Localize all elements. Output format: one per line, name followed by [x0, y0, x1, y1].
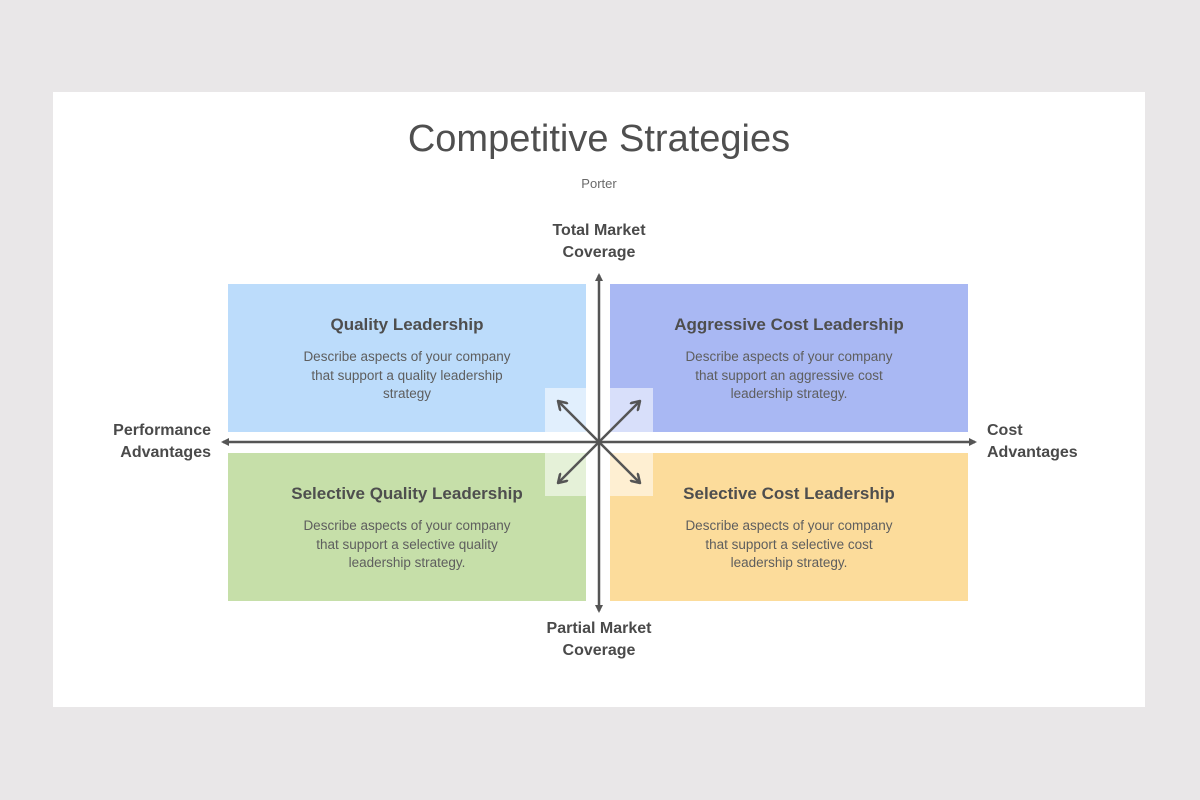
description-line: that support an aggressive cost — [695, 367, 883, 383]
description-line: Describe aspects of your company — [303, 349, 511, 364]
quadrant-description: Describe aspects of your company that su… — [664, 348, 914, 404]
quadrant-title: Quality Leadership — [330, 315, 484, 334]
diagonal-arrow-up-left — [558, 401, 600, 443]
description-line: Describe aspects of your company — [303, 518, 511, 533]
axis-label-line: Total Market — [552, 222, 646, 239]
diagonal-arrow-down-right — [598, 441, 640, 483]
quadrant-quality-leadership: Quality Leadership Describe aspects of y… — [228, 284, 586, 432]
axis-label-bottom: Partial Market Coverage — [499, 618, 699, 662]
axes-diagram — [221, 273, 977, 613]
description-line: strategy — [382, 386, 432, 401]
axis-label-line: Partial Market — [546, 620, 652, 637]
slide: Competitive Strategies Porter Quality Le… — [53, 92, 1145, 707]
description-line: leadership strategy. — [730, 386, 848, 401]
page-title: Competitive Strategies — [407, 118, 791, 160]
axis-label-line: Cost — [987, 422, 1023, 439]
axis-label-top: Total Market Coverage — [499, 220, 699, 264]
description-line: leadership strategy. — [348, 555, 466, 570]
axis-label-line: Coverage — [562, 642, 636, 659]
axis-label-left: Performance Advantages — [53, 420, 211, 464]
description-line: Describe aspects of your company — [685, 349, 893, 364]
quadrant-description: Describe aspects of your company that su… — [282, 348, 532, 404]
description-line: that support a quality leadership — [311, 367, 503, 383]
page-subtitle: Porter — [581, 176, 617, 191]
quadrant-selective-cost-leadership: Selective Cost Leadership Describe aspec… — [610, 453, 968, 601]
description-line: that support a selective quality — [316, 536, 498, 552]
description-line: leadership strategy. — [730, 555, 848, 570]
axis-label-right: Cost Advantages — [987, 420, 1137, 464]
axis-label-line: Coverage — [562, 244, 636, 261]
quadrant-selective-quality-leadership: Selective Quality Leadership Describe as… — [228, 453, 586, 601]
diagonal-arrow-up-right — [598, 401, 640, 443]
quadrant-description: Describe aspects of your company that su… — [664, 517, 914, 573]
axis-label-line: Advantages — [987, 444, 1078, 461]
axis-label-line: Performance — [113, 422, 211, 439]
quadrant-aggressive-cost-leadership: Aggressive Cost Leadership Describe aspe… — [610, 284, 968, 432]
quadrant-title: Aggressive Cost Leadership — [674, 315, 904, 334]
quadrant-title: Selective Quality Leadership — [291, 484, 523, 503]
axis-label-line: Advantages — [120, 444, 211, 461]
quadrant-title: Selective Cost Leadership — [683, 484, 895, 503]
description-line: that support a selective cost — [705, 536, 873, 552]
quadrant-description: Describe aspects of your company that su… — [282, 517, 532, 573]
description-line: Describe aspects of your company — [685, 518, 893, 533]
diagonal-arrow-down-left — [558, 441, 600, 483]
